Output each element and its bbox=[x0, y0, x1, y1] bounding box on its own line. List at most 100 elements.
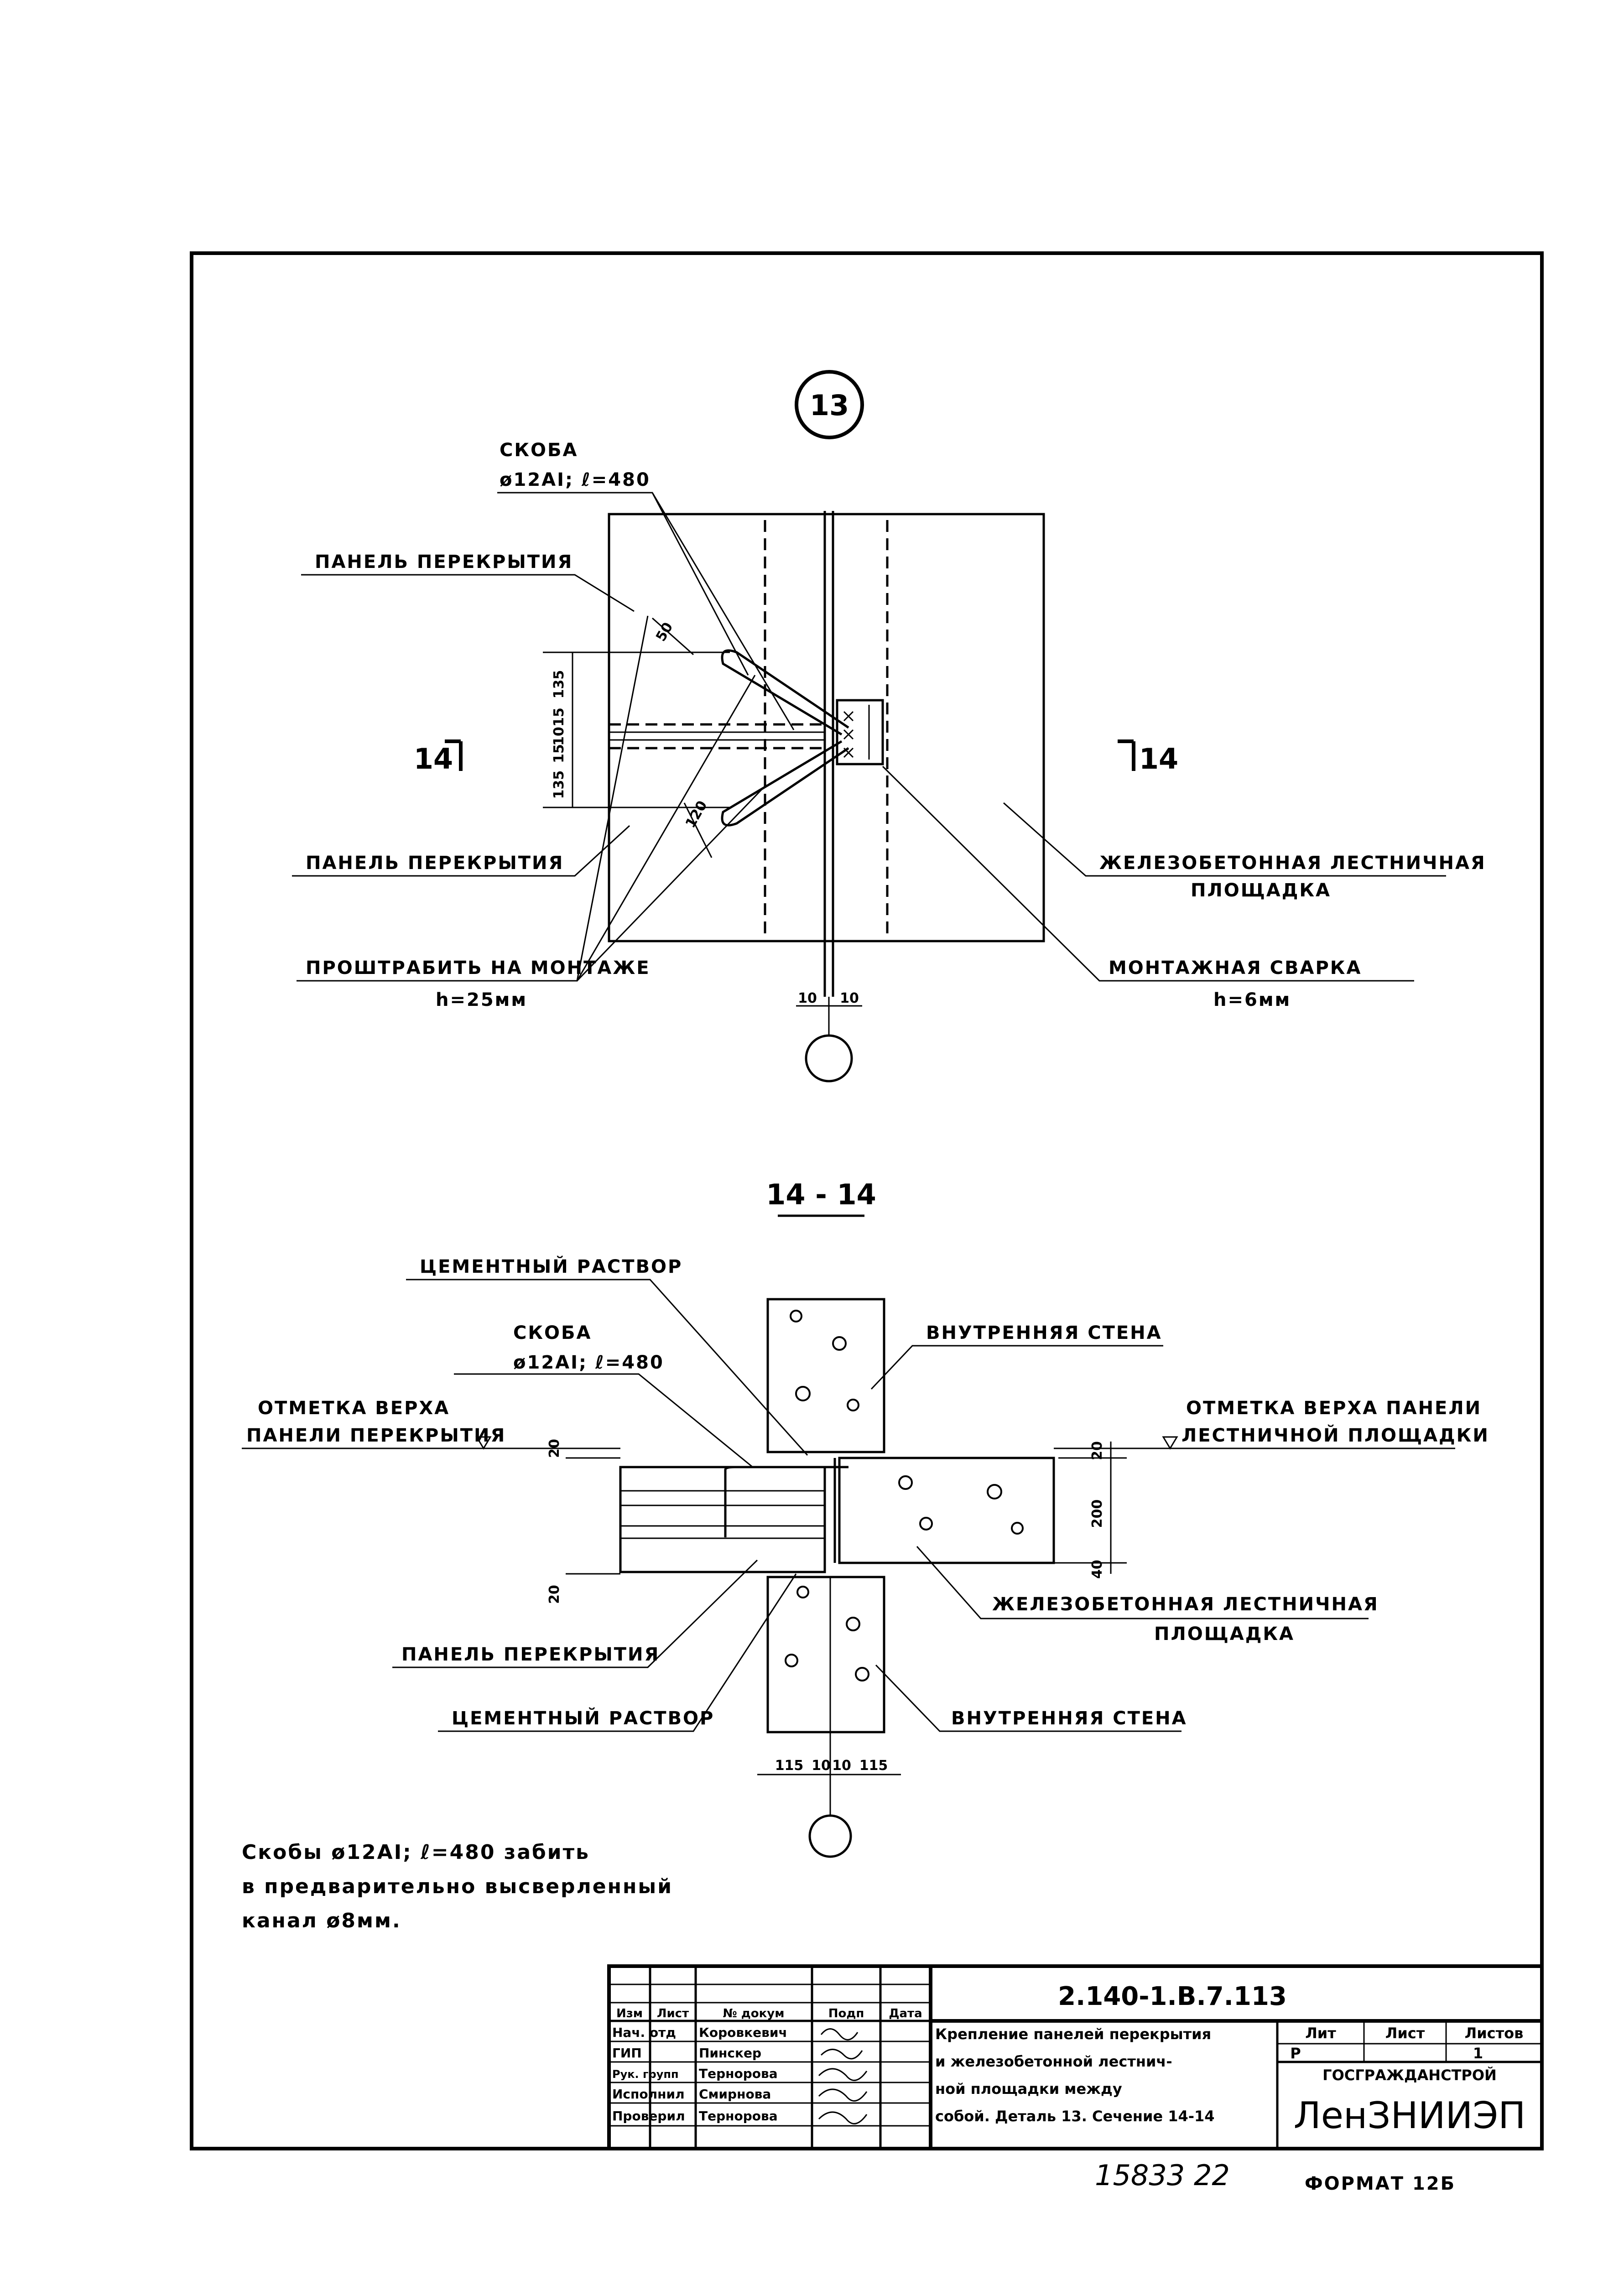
note: Скобы ø12АI; ℓ=480 забить в предваритель… bbox=[242, 1841, 673, 1932]
sheets-value: 1 bbox=[1473, 2045, 1483, 2062]
hdr-date: Дата bbox=[889, 2007, 922, 2020]
staple-title: СКОБА bbox=[500, 440, 578, 461]
dim-50-line bbox=[652, 617, 694, 656]
landing-label-1: ЖЕЛЕЗОБЕТОННАЯ ЛЕСТНИЧНАЯ bbox=[1099, 853, 1486, 874]
section-staple bbox=[724, 1466, 848, 1537]
weld-leader bbox=[882, 765, 1414, 982]
note-line-1: Скобы ø12АI; ℓ=480 забить bbox=[242, 1841, 590, 1864]
section-panel-label: ПАНЕЛЬ ПЕРЕКРЫТИЯ bbox=[401, 1644, 660, 1665]
row-role-4: Исполнил bbox=[612, 2087, 685, 2102]
row-role-3: Рук. групп bbox=[612, 2068, 679, 2081]
panel-top-label: ПАНЕЛЬ ПЕРЕКРЫТИЯ bbox=[315, 552, 573, 573]
title-line-1: Крепление панелей перекрытия bbox=[935, 2025, 1211, 2043]
weld-size: h=6мм bbox=[1213, 989, 1291, 1010]
section-title: 14 - 14 bbox=[766, 1178, 876, 1211]
stage-header: Лит bbox=[1305, 2025, 1336, 2042]
format-label: ФОРМАТ 12Б bbox=[1305, 2173, 1456, 2194]
section-label-right: 14 bbox=[1139, 742, 1178, 776]
section-axis-bubble bbox=[808, 1814, 852, 1858]
weld-marks bbox=[843, 711, 854, 758]
detail-marker-label: 13 bbox=[810, 389, 849, 422]
inner-wall-bottom-label: ВНУТРЕННЯЯ СТЕНА bbox=[951, 1708, 1187, 1729]
doc-code: 2.140-1.В.7.113 bbox=[1058, 1982, 1287, 2011]
inner-wall-top-label: ВНУТРЕННЯЯ СТЕНА bbox=[926, 1322, 1162, 1343]
weld-plate bbox=[836, 699, 884, 765]
title-block: 2.140-1.В.7.113 Изм Лист № докум Подп Да… bbox=[607, 1964, 1544, 2150]
inventory-number: 15833 22 bbox=[1095, 2159, 1230, 2192]
landing-leader bbox=[1003, 802, 1446, 877]
landing-slab bbox=[838, 1457, 1055, 1564]
landing-slab-edge bbox=[838, 1457, 1055, 1564]
mark-right-line-2: ЛЕСТНИЧНОЙ ПЛОЩАДКИ bbox=[1182, 1424, 1489, 1446]
section-staple-title: СКОБА bbox=[513, 1322, 592, 1343]
dim-20-top-right: 20 bbox=[1089, 1441, 1105, 1460]
dim-135-top: 135 bbox=[551, 670, 567, 699]
section-panel-leader bbox=[392, 1559, 758, 1668]
signatures bbox=[818, 2028, 868, 2124]
row-role-1: Нач. отд bbox=[612, 2025, 676, 2040]
chase-depth: h=25мм bbox=[436, 989, 527, 1010]
mark-right-line-1: ОТМЕТКА ВЕРХА ПАНЕЛИ bbox=[1186, 1398, 1482, 1419]
mark-left-leader bbox=[242, 1436, 620, 1450]
panel-bottom-label: ПАНЕЛЬ ПЕРЕКРЫТИЯ bbox=[306, 853, 564, 874]
row-role-2: ГИП bbox=[612, 2046, 642, 2061]
row-name-3: Тернорова bbox=[699, 2066, 778, 2081]
hdr-sign: Подп bbox=[828, 2007, 864, 2020]
panel-bottom-leader bbox=[292, 825, 630, 877]
row-name-1: Коровкевич bbox=[699, 2025, 787, 2040]
section-staple-spec: ø12АI; ℓ=480 bbox=[513, 1352, 664, 1373]
plan-outline bbox=[608, 513, 1045, 942]
dim-115-left: 115 bbox=[775, 1758, 804, 1774]
stage-value: Р bbox=[1290, 2045, 1301, 2062]
sheets-header: Листов bbox=[1465, 2025, 1524, 2042]
org-top: ГОСГРАЖДАНСТРОЙ bbox=[1322, 2067, 1497, 2084]
detail-marker-circle bbox=[795, 370, 864, 439]
note-line-3: канал ø8мм. bbox=[242, 1909, 401, 1932]
title-block-frame bbox=[607, 1964, 1544, 2150]
dim-120: 120 bbox=[682, 798, 711, 831]
mortar-top-leader bbox=[406, 1279, 808, 1456]
chase-leader bbox=[297, 615, 767, 982]
mark-left-line-2: ПАНЕЛИ ПЕРЕКРЫТИЯ bbox=[246, 1425, 506, 1446]
panel-top-leader bbox=[301, 574, 635, 612]
dim-20-left-bottom: 20 bbox=[547, 1585, 562, 1604]
dim-115-right: 115 bbox=[859, 1758, 888, 1774]
chase-label: ПРОШТРАБИТЬ НА МОНТАЖЕ bbox=[306, 958, 651, 979]
upper-wall bbox=[766, 1298, 885, 1453]
floor-panel bbox=[619, 1466, 826, 1573]
detail-13: 13 135 15 10 15 135 50 120 14 bbox=[292, 370, 1486, 1083]
section-mark-left bbox=[445, 739, 463, 771]
sheet-header: Лист bbox=[1385, 2025, 1425, 2042]
inner-wall-bottom-leader bbox=[875, 1664, 1182, 1732]
dim-135-bottom: 135 bbox=[551, 770, 567, 799]
dim-50: 50 bbox=[653, 619, 676, 644]
org-name: ЛенЗНИИЭП bbox=[1294, 2094, 1526, 2137]
dim-10-left: 10 bbox=[798, 990, 817, 1006]
mortar-bottom-label: ЦЕМЕНТНЫЙ РАСТВОР bbox=[452, 1707, 714, 1729]
dim-10-right-s: 10 bbox=[832, 1758, 851, 1774]
mortar-top-label: ЦЕМЕНТНЫЙ РАСТВОР bbox=[420, 1255, 682, 1277]
staple-lower-leg bbox=[721, 740, 849, 827]
row-name-5: Тернорова bbox=[699, 2108, 778, 2124]
concrete-dots bbox=[785, 1310, 1024, 1681]
axis-bubble bbox=[805, 1034, 853, 1083]
staple-leader bbox=[497, 492, 795, 730]
row-name-4: Смирнова bbox=[699, 2087, 771, 2102]
inner-wall-top-leader bbox=[870, 1345, 1163, 1390]
dim-15-top: 15 bbox=[551, 708, 567, 727]
section-label-left: 14 bbox=[414, 742, 453, 776]
mark-left-line-1: ОТМЕТКА ВЕРХА bbox=[258, 1398, 450, 1419]
row-role-5: Проверил bbox=[612, 2108, 685, 2124]
note-line-2: в предварительно высверленный bbox=[242, 1875, 673, 1898]
mortar-bottom-leader bbox=[438, 1573, 797, 1732]
title-line-3: ной площадки между bbox=[935, 2080, 1122, 2098]
dim-10: 10 bbox=[551, 727, 567, 746]
section-staple-leader bbox=[454, 1373, 753, 1468]
dim-10-right: 10 bbox=[840, 990, 859, 1006]
hdr-list: Лист bbox=[657, 2007, 689, 2020]
section-landing-leader bbox=[916, 1546, 1369, 1619]
lower-wall bbox=[766, 1576, 885, 1733]
dim-200: 200 bbox=[1089, 1499, 1105, 1528]
hdr-doc: № докум bbox=[723, 2007, 784, 2020]
